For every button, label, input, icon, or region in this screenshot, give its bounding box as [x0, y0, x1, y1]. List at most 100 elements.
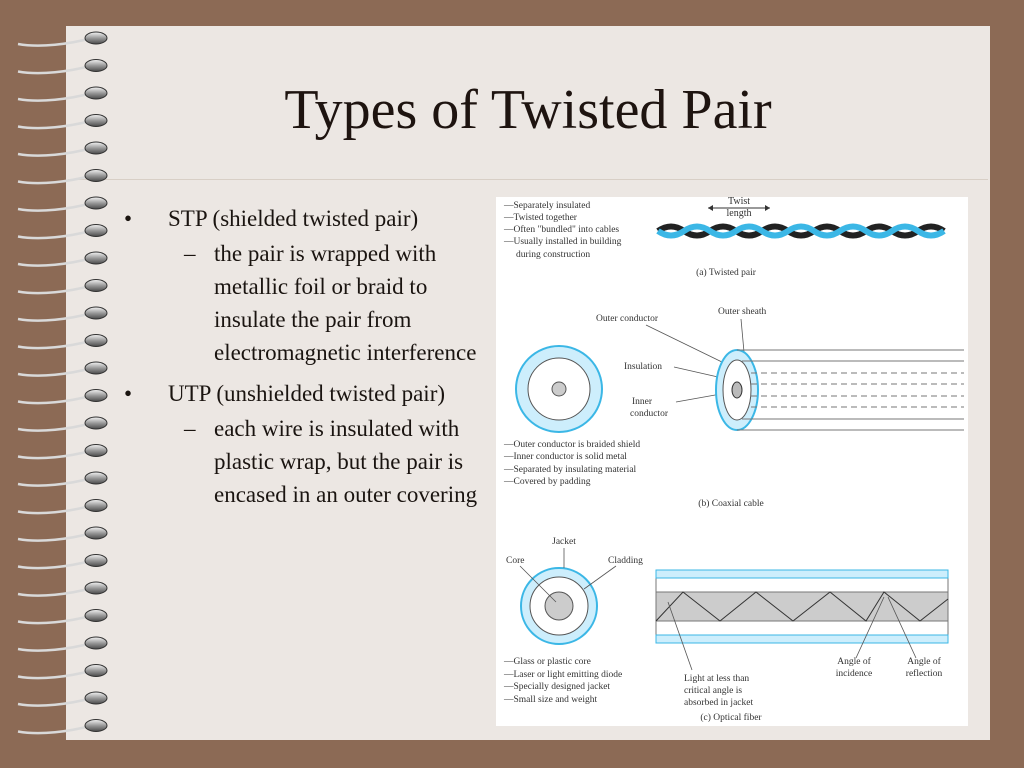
- sub-bullet-marker: –: [184, 241, 196, 266]
- label-angle-incidence-1: Angle of: [837, 656, 871, 667]
- spiral-wire: [17, 366, 93, 377]
- note: —Inner conductor is solid metal: [503, 452, 627, 462]
- sub-bullet-stp: – the pair is wrapped with metallic foil…: [124, 237, 504, 369]
- fiber-jacket-bottom: [655, 634, 949, 644]
- spiral-ring: [84, 581, 108, 595]
- spiral-wire: [17, 724, 93, 735]
- twisted-wire-blue: [656, 223, 946, 239]
- spiral-wire: [17, 641, 93, 652]
- spiral-wire: [17, 696, 93, 707]
- note: —Twisted together: [503, 213, 578, 223]
- spiral-ring: [84, 499, 108, 512]
- spiral-ring: [84, 636, 108, 650]
- caption-coaxial-cable: (b) Coaxial cable: [698, 498, 763, 509]
- spiral-ring: [84, 389, 108, 402]
- spiral-binding-decoration: [17, 31, 108, 735]
- spiral-ring: [84, 444, 108, 457]
- sub-bullet-text: each wire is insulated with plastic wrap…: [214, 416, 478, 507]
- label-light-2: critical angle is: [684, 686, 742, 696]
- slide-title: Types of Twisted Pair: [284, 79, 772, 141]
- label-outer-sheath: Outer sheath: [718, 307, 767, 317]
- spiral-ring: [84, 86, 108, 100]
- spiral-ring: [84, 224, 108, 237]
- spiral-wire: [17, 614, 93, 625]
- sub-bullet-text: the pair is wrapped with metallic foil o…: [214, 241, 477, 365]
- spiral-wire: [17, 586, 93, 597]
- spiral-ring: [84, 114, 108, 127]
- label-light-1: Light at less than: [684, 674, 749, 684]
- label-angle-reflection-2: reflection: [906, 668, 943, 679]
- spiral-ring: [84, 719, 108, 732]
- label-conductor: conductor: [630, 409, 669, 419]
- spiral-wire: [17, 339, 93, 350]
- fiber-leader-lines-2: [667, 596, 917, 671]
- spiral-wire: [17, 146, 93, 157]
- note: —Covered by padding: [503, 477, 591, 487]
- label-insulation: Insulation: [624, 362, 662, 372]
- fiber-jacket-top: [655, 569, 949, 579]
- coax-end-core: [731, 381, 743, 399]
- spiral-ring: [84, 306, 108, 320]
- bullet-marker: •: [124, 206, 133, 231]
- slide: Types of Twisted Pair • STP (shielded tw…: [66, 26, 990, 740]
- label-inner: Inner: [632, 397, 653, 407]
- twist-length-label: length: [727, 208, 752, 219]
- fiber-leader-lines: [519, 548, 617, 603]
- spiral-wire: [17, 256, 93, 267]
- spiral-ring: [84, 141, 108, 155]
- spiral-wire: [17, 311, 93, 322]
- coax-notes: —Outer conductor is braided shield —Inne…: [503, 440, 640, 487]
- coax-leader-lines: [645, 318, 745, 403]
- twist-label: Twist: [728, 197, 750, 207]
- spiral-wire: [17, 229, 93, 240]
- note: —Specially designed jacket: [503, 682, 610, 692]
- note: —Laser or light emitting diode: [503, 670, 622, 680]
- label-angle-incidence-2: incidence: [836, 669, 872, 679]
- label-jacket: Jacket: [552, 537, 576, 547]
- spiral-wire: [17, 531, 93, 542]
- coax-cross-section-core: [551, 381, 567, 397]
- label-light-3: absorbed in jacket: [684, 698, 753, 708]
- bullet-list: • STP (shielded twisted pair) – the pair…: [124, 202, 504, 519]
- spiral-ring: [84, 664, 108, 677]
- spiral-ring: [84, 554, 108, 567]
- label-cladding: Cladding: [608, 556, 643, 566]
- spiral-ring: [84, 334, 108, 347]
- spiral-ring: [84, 691, 108, 705]
- spiral-ring: [84, 279, 108, 292]
- note: —Separated by insulating material: [503, 465, 637, 475]
- spiral-wire: [17, 394, 93, 405]
- spiral-ring: [84, 251, 108, 265]
- spiral-ring: [84, 416, 108, 430]
- bullet-text: UTP (unshielded twisted pair): [168, 381, 446, 406]
- spiral-wire: [17, 119, 93, 130]
- spiral-wire: [17, 559, 93, 570]
- spiral-ring: [84, 526, 108, 540]
- spiral-ring: [84, 169, 108, 182]
- note: during construction: [516, 250, 590, 260]
- cable-types-figure: —Separately insulated —Twisted together …: [496, 197, 968, 726]
- note: —Small size and weight: [503, 695, 597, 705]
- note: —Separately insulated: [503, 201, 591, 211]
- coax-body-lines: [737, 349, 964, 431]
- note: —Often "bundled" into cables: [503, 224, 619, 235]
- spiral-ring: [84, 471, 108, 485]
- spiral-ring: [84, 31, 108, 45]
- caption-optical-fiber: (c) Optical fiber: [700, 712, 762, 723]
- spiral-wire: [17, 504, 93, 515]
- spiral-wire: [17, 449, 93, 460]
- title-divider: [68, 179, 988, 180]
- caption-twisted-pair: (a) Twisted pair: [696, 267, 757, 278]
- spiral-ring: [84, 609, 108, 622]
- spiral-wire: [17, 421, 93, 432]
- spiral-wire: [17, 36, 93, 47]
- spiral-coils: [17, 31, 108, 735]
- note: —Usually installed in building: [503, 237, 622, 247]
- sub-bullet-utp: – each wire is insulated with plastic wr…: [124, 412, 504, 511]
- sub-bullet-marker: –: [184, 416, 196, 441]
- fiber-notes: —Glass or plastic core —Laser or light e…: [503, 657, 622, 705]
- spiral-wire: [17, 201, 93, 212]
- bullet-marker: •: [124, 381, 133, 406]
- label-core: Core: [506, 556, 524, 566]
- spiral-ring: [84, 196, 108, 210]
